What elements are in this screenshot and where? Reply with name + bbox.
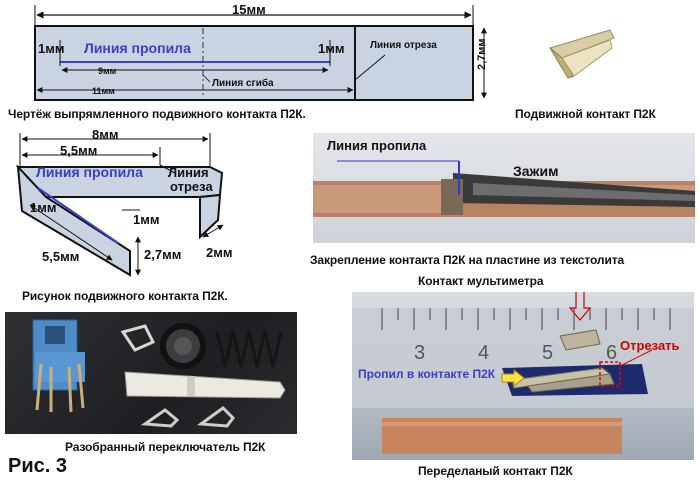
dim-15mm: 15мм [232,2,266,17]
cut-line-label: Линия отреза [370,40,437,51]
cut-label-2: отреза [170,179,213,194]
drawing1-caption: Чертёж выпрямленного подвижного контакта… [8,107,306,121]
switch-image [32,319,286,428]
dim-height: 2,7мм [476,38,488,70]
contact-photo [540,18,620,83]
ruler-tick-5: 5 [542,342,554,364]
dim-1mm-bent: 1мм [30,200,57,215]
switch-photo [5,312,297,434]
clamp-photo: Линия пропила Зажим [313,133,695,243]
ruler-photo-caption: Переделаный контакт П2К [418,464,573,478]
bent-contact-svg [15,133,224,277]
bend-line-label: Линия сгиба [212,78,274,89]
ruler-photo: 3 4 5 6 Отрезать Пропил в контакте П2К [352,292,694,460]
dim-2mm: 2мм [206,245,233,260]
ruler-tick-3: 3 [414,342,426,364]
dim-9mm: 9мм [98,66,117,76]
dim-1mm-left: 1мм [38,41,65,56]
drawing2-caption: Рисунок подвижного контакта П2К. [22,289,228,303]
figure-label: Рис. 3 [8,455,67,477]
saw-line-label: Линия пропила [84,40,191,56]
dim-1mm-right: 1мм [318,41,345,56]
dim-55mm-top: 5,5мм [60,143,98,158]
bent-saw-label: Линия пропила [36,164,143,180]
clamp-saw-label: Линия пропила [327,138,427,153]
saw-in-contact-label: Пропил в контакте П2К [358,367,496,381]
ruler-image [352,292,694,454]
cut-off-label: Отрезать [620,338,680,353]
flat-contact-drawing: 15мм 1мм 1мм Линия пропила Линия отреза … [0,0,500,105]
multimeter-label: Контакт мультиметра [418,274,544,288]
dim-1mm-bent-right: 1мм [133,212,160,227]
dim-11mm: 11мм [92,86,115,96]
clamp-label: Зажим [513,163,559,179]
clamp-image [313,160,695,217]
clamp-photo-caption: Закрепление контакта П2К на пластине из … [310,253,625,267]
cut-label-1: Линия [168,165,209,180]
dim-55mm-bottom: 5,5мм [42,249,80,264]
ruler-tick-4: 4 [478,342,490,364]
right-flap [199,193,222,240]
switch-photo-caption: Разобранный переключатель П2К [65,440,266,454]
dim-27mm-bent: 2,7мм [144,247,182,262]
bent-contact-drawing: 8мм 5,5мм Линия пропила Линия отреза 1мм… [0,125,300,285]
flat-contact-svg [34,5,487,101]
contact-shape [548,29,615,79]
contact-photo-caption: Подвижной контакт П2К [515,107,656,121]
ruler-tick-6: 6 [606,342,618,364]
dim-8mm: 8мм [92,127,119,142]
